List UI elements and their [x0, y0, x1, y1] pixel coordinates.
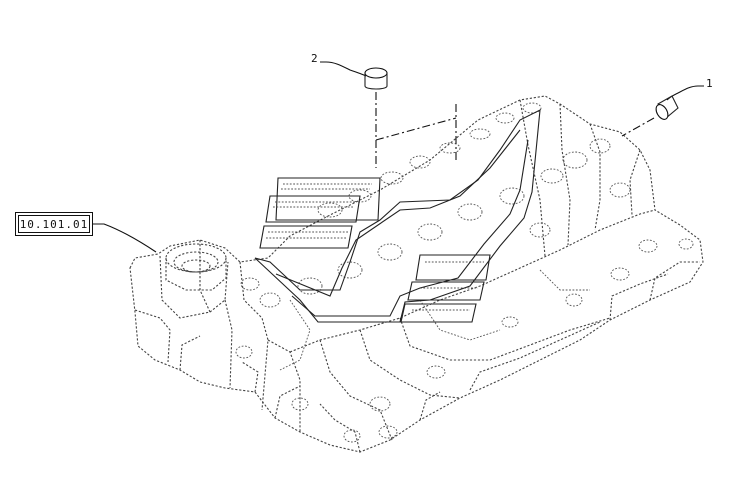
reference-code-box: 10.101.01: [15, 212, 93, 236]
part-1-plug: [621, 85, 704, 137]
reference-code-text: 10.101.01: [18, 215, 90, 233]
callout-number-2: 2: [311, 52, 318, 65]
reference-leader: [93, 223, 157, 253]
part-2-cap: [320, 61, 457, 168]
filler-boss: [165, 243, 227, 291]
internal-features: [235, 102, 694, 443]
gasket-panel: [254, 109, 541, 323]
callout-number-1: 1: [706, 77, 713, 90]
